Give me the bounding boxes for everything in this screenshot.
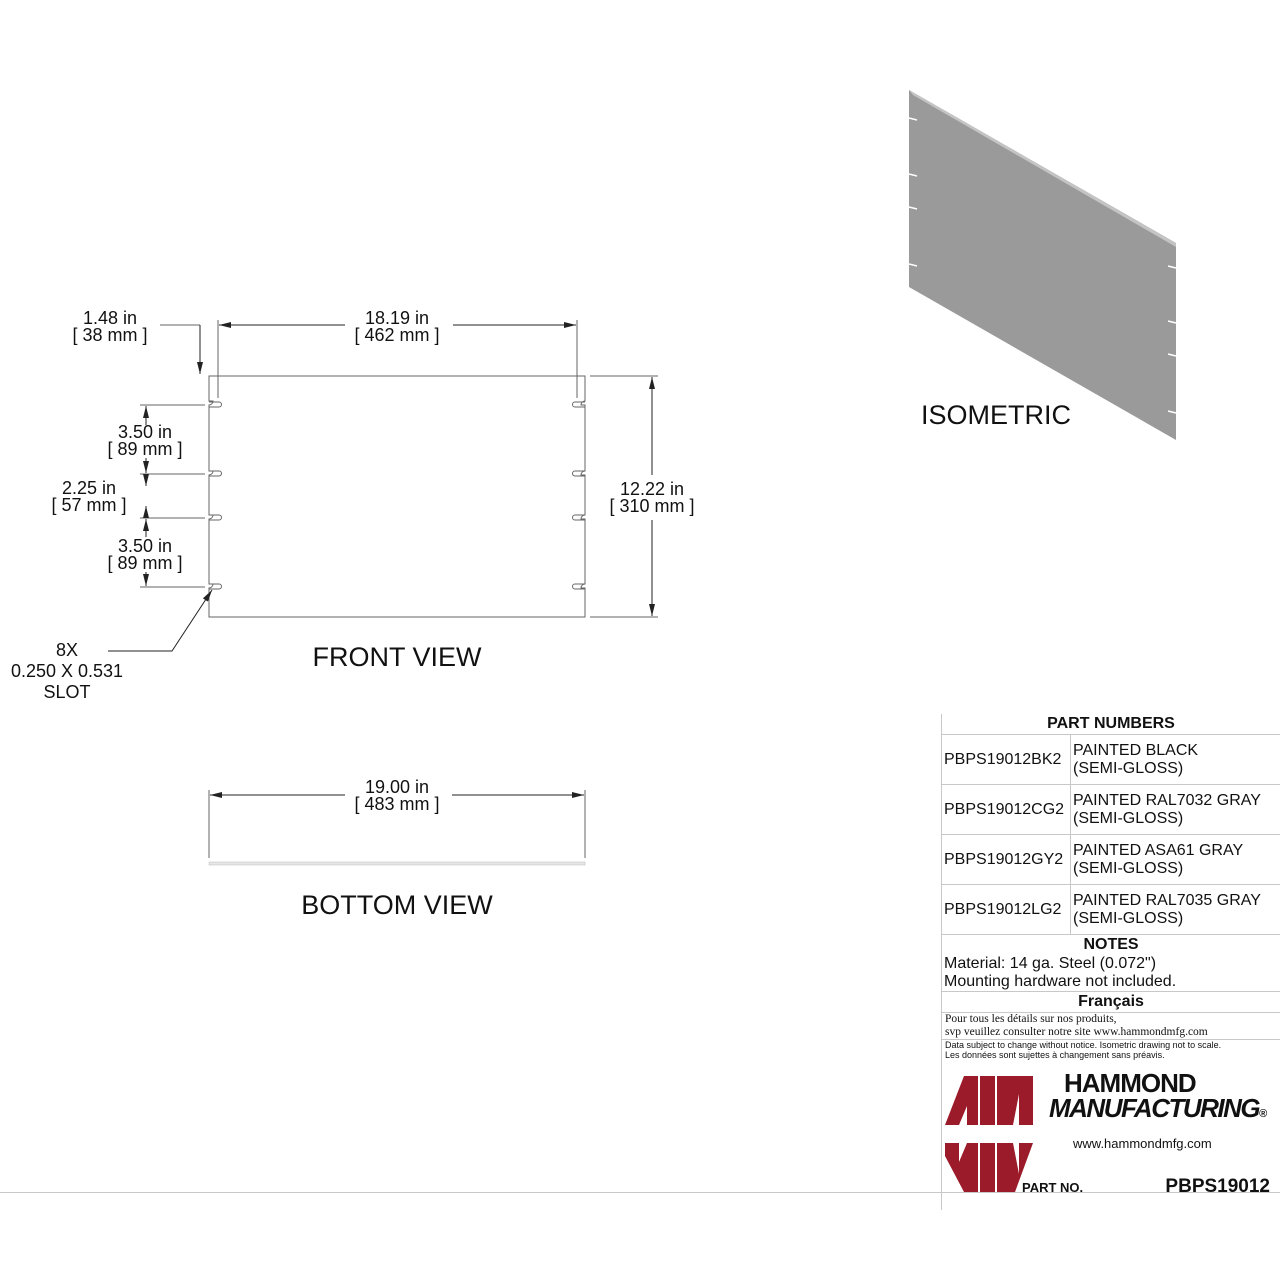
part-code: PBPS19012LG2 bbox=[942, 884, 1071, 934]
part-code: PBPS19012BK2 bbox=[942, 734, 1071, 785]
part-description: PAINTED ASA61 GRAY (SEMI-GLOSS) bbox=[1070, 834, 1280, 885]
dim-width-in: 18.19 in bbox=[365, 308, 429, 328]
isometric-title: ISOMETRIC bbox=[921, 400, 1071, 430]
dim-mid-spacing-mm: [ 57 mm ] bbox=[51, 495, 126, 515]
front-panel-outline bbox=[208, 375, 586, 618]
bottom-view-title: BOTTOM VIEW bbox=[301, 890, 493, 920]
francais-header: Français bbox=[942, 991, 1280, 1013]
slot-right-1 bbox=[572, 401, 585, 408]
isometric-view: ISOMETRIC bbox=[908, 90, 1177, 440]
dim-bottom-spacing-in: 3.50 in bbox=[118, 536, 172, 556]
dim-top-spacing-in: 3.50 in bbox=[118, 422, 172, 442]
front-view bbox=[140, 320, 658, 618]
dim-offset-in: 1.48 in bbox=[83, 308, 137, 328]
dim-mid-spacing-in: 2.25 in bbox=[62, 478, 116, 498]
part-numbers-table: PBPS19012BK2 PAINTED BLACK (SEMI-GLOSS) … bbox=[942, 734, 1280, 934]
slot-leader-line bbox=[108, 589, 213, 652]
part-no-label: PART NO. bbox=[1022, 1180, 1084, 1195]
slot-callout-label: SLOT bbox=[43, 682, 90, 702]
french-section: Français Pour tous les détails sur nos p… bbox=[942, 991, 1280, 1060]
brand-name-line1: HAMMOND bbox=[1064, 1068, 1197, 1098]
notes-section: NOTES Material: 14 ga. Steel (0.072") Mo… bbox=[942, 934, 1280, 991]
dim-bottom-spacing-mm: [ 89 mm ] bbox=[107, 553, 182, 573]
part-description: PAINTED BLACK (SEMI-GLOSS) bbox=[1070, 734, 1280, 785]
table-row: PBPS19012LG2 PAINTED RAL7035 GRAY (SEMI-… bbox=[942, 884, 1280, 934]
part-description: PAINTED RAL7032 GRAY (SEMI-GLOSS) bbox=[1070, 784, 1280, 835]
french-line-1: Pour tous les détails sur nos produits, bbox=[945, 1013, 1117, 1025]
dim-offset-mm: [ 38 mm ] bbox=[72, 325, 147, 345]
slot-right-2 bbox=[572, 470, 585, 477]
isometric-panel-face bbox=[909, 90, 1176, 440]
dim-height-in: 12.22 in bbox=[620, 479, 684, 499]
hammond-logo-icon bbox=[945, 1076, 1033, 1192]
front-view-labels: 1.48 in [ 38 mm ] 18.19 in [ 462 mm ] 12… bbox=[11, 308, 695, 702]
table-row: PBPS19012BK2 PAINTED BLACK (SEMI-GLOSS) bbox=[942, 734, 1280, 785]
isometric-slots bbox=[908, 117, 1177, 414]
french-line-2: svp veuillez consulter notre site www.ha… bbox=[942, 1026, 1280, 1040]
dim-top-spacing-mm: [ 89 mm ] bbox=[107, 439, 182, 459]
page-bottom-rule bbox=[0, 1192, 1280, 1193]
bottom-panel-edge bbox=[208, 861, 586, 866]
registered-mark: ® bbox=[1259, 1108, 1267, 1120]
brand-name-line2: MANUFACTURING® bbox=[1049, 1093, 1267, 1124]
front-view-dimensions bbox=[108, 322, 655, 652]
part-numbers-header: PART NUMBERS bbox=[1047, 715, 1175, 732]
part-code: PBPS19012GY2 bbox=[942, 834, 1071, 885]
note-material: Material: 14 ga. Steel (0.072") bbox=[944, 955, 1157, 972]
brand-website: www.hammondmfg.com bbox=[1073, 1136, 1212, 1151]
slot-callout-count: 8X bbox=[56, 640, 78, 660]
slot-right-3 bbox=[572, 514, 585, 521]
brand-block: HAMMOND MANUFACTURING® www.hammondmfg.co… bbox=[942, 1060, 1280, 1210]
isometric-panel-edge bbox=[909, 90, 1176, 247]
dim-height-mm: [ 310 mm ] bbox=[609, 496, 694, 516]
slot-callout-size: 0.250 X 0.531 bbox=[11, 661, 123, 681]
dim-bottom-width-mm: [ 483 mm ] bbox=[354, 794, 439, 814]
slot-left-2 bbox=[209, 470, 222, 477]
disclaimer-fr: Les données sont sujettes à changement s… bbox=[945, 1050, 1165, 1060]
part-no-value: PBPS19012 bbox=[1165, 1176, 1270, 1197]
table-row: PBPS19012GY2 PAINTED ASA61 GRAY (SEMI-GL… bbox=[942, 834, 1280, 885]
table-row: PBPS19012CG2 PAINTED RAL7032 GRAY (SEMI-… bbox=[942, 784, 1280, 835]
slot-left-4 bbox=[209, 583, 222, 590]
notes-header: NOTES bbox=[942, 934, 1280, 955]
part-code: PBPS19012CG2 bbox=[942, 784, 1071, 835]
disclaimer-en: Data subject to change without notice. I… bbox=[945, 1040, 1222, 1050]
slot-left-1 bbox=[209, 401, 222, 408]
title-block: PART NUMBERS PBPS19012BK2 PAINTED BLACK … bbox=[941, 714, 1280, 1210]
slot-left-3 bbox=[209, 514, 222, 521]
note-hardware: Mounting hardware not included. bbox=[944, 973, 1177, 990]
slot-right-4 bbox=[572, 583, 585, 590]
part-description: PAINTED RAL7035 GRAY (SEMI-GLOSS) bbox=[1070, 884, 1280, 934]
bottom-view: 19.00 in [ 483 mm ] BOTTOM VIEW bbox=[208, 777, 586, 920]
dim-width-mm: [ 462 mm ] bbox=[354, 325, 439, 345]
front-view-title: FRONT VIEW bbox=[312, 642, 482, 672]
brand-name-line2-text: MANUFACTURING bbox=[1049, 1093, 1261, 1123]
dim-bottom-width-in: 19.00 in bbox=[365, 777, 429, 797]
